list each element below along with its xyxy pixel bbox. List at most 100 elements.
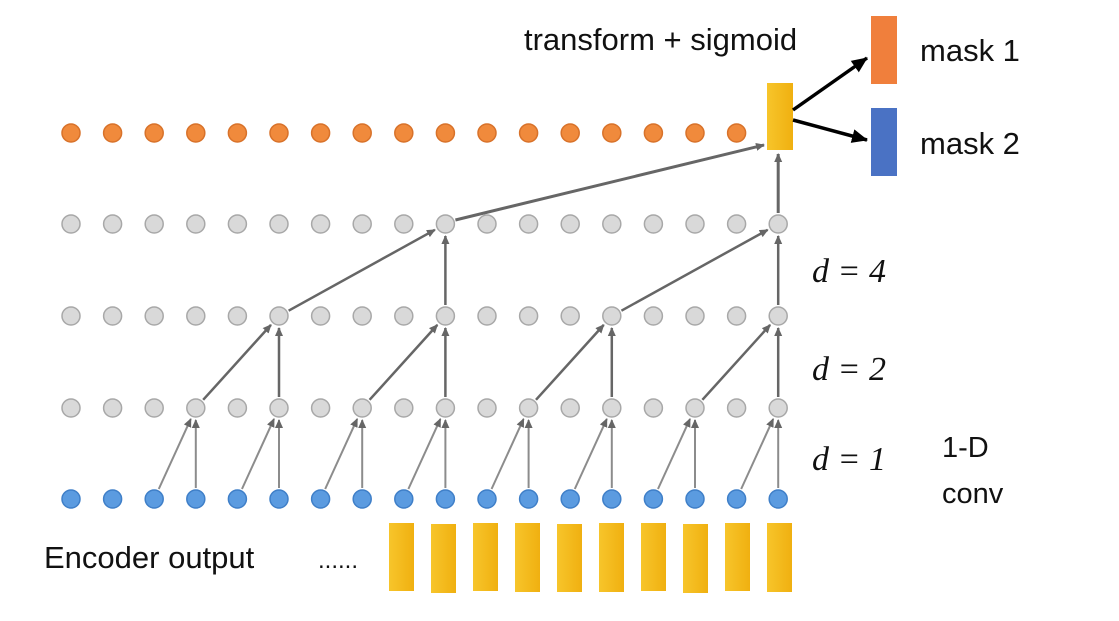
input-node <box>352 489 372 509</box>
connection-arrow <box>490 418 525 490</box>
input-node <box>269 489 289 509</box>
output-node <box>352 123 372 143</box>
layer-1-node <box>518 398 539 418</box>
layer-2-node <box>310 306 331 326</box>
input-node <box>227 489 248 509</box>
layer-2-node <box>102 306 123 326</box>
connection-arrow <box>455 143 765 222</box>
layer-1-node <box>768 398 788 418</box>
output-node <box>560 123 580 143</box>
input-node <box>685 489 705 509</box>
input-node <box>310 489 331 509</box>
layer-2-node <box>61 306 81 326</box>
layer-1-node <box>186 398 206 418</box>
layer-3-node <box>310 214 331 234</box>
arrow-to-mask-2 <box>792 118 868 143</box>
connection-arrow <box>573 418 608 490</box>
layer-3-node <box>227 214 248 234</box>
input-node <box>144 489 164 509</box>
layer-1-node <box>643 398 664 418</box>
layer-1-node <box>435 398 456 418</box>
node-rows <box>61 123 788 509</box>
layer-3-node <box>726 214 747 234</box>
input-node <box>435 489 456 509</box>
layer-3-node <box>352 214 372 234</box>
conv-label-line-1: 1-D <box>942 432 989 464</box>
layer-3-node <box>685 214 705 234</box>
input-node <box>102 489 123 509</box>
connection-arrow <box>407 418 442 490</box>
layer-2-node <box>560 306 580 326</box>
encoder-output-block <box>725 523 750 591</box>
input-node <box>726 489 747 509</box>
input-node <box>394 489 414 509</box>
transform-block <box>767 83 793 150</box>
layer-1-node <box>310 398 331 418</box>
layer-3-node <box>61 214 81 234</box>
output-node <box>477 123 497 143</box>
layer-2-node <box>602 306 622 326</box>
output-node <box>144 123 164 143</box>
encoder-output-block <box>389 523 414 591</box>
layer-2-node <box>144 306 164 326</box>
encoder-output-blocks <box>389 523 792 593</box>
layer-1-node <box>61 398 81 418</box>
layer-2-node <box>643 306 664 326</box>
layer-2-node <box>269 306 289 326</box>
layer-1-node <box>726 398 747 418</box>
encoder-output-block <box>599 523 624 592</box>
input-node <box>643 489 664 509</box>
layer-1-node <box>227 398 248 418</box>
layer-2-node <box>394 306 414 326</box>
connection-arrow <box>701 324 772 401</box>
layer-1-node <box>352 398 372 418</box>
output-node <box>269 123 289 143</box>
layer-2-node <box>726 306 747 326</box>
encoder-output-block <box>431 524 456 593</box>
layer-2-node <box>227 306 248 326</box>
conv-label-line-2: conv <box>942 478 1004 510</box>
arrow-to-mask-1 <box>791 56 869 112</box>
encoder-output-block <box>767 523 792 592</box>
layer-1-node <box>685 398 705 418</box>
layer-2-node <box>518 306 539 326</box>
encoder-output-label: Encoder output <box>44 540 255 575</box>
input-node <box>477 489 497 509</box>
output-node <box>643 123 664 143</box>
layer-3-node <box>102 214 123 234</box>
layer-2-node <box>352 306 372 326</box>
layer-1-node <box>477 398 497 418</box>
layer-3-node <box>560 214 580 234</box>
dilation-1-label: d = 1 <box>812 441 886 478</box>
layer-3-node <box>186 214 206 234</box>
layer-1-node <box>269 398 289 418</box>
connection-arrow <box>657 418 691 490</box>
layer-2-node <box>685 306 705 326</box>
output-node <box>726 123 747 143</box>
layer-1-node <box>144 398 164 418</box>
layer-3-node <box>768 214 788 234</box>
encoder-output-block <box>515 523 540 592</box>
input-node <box>518 489 539 509</box>
output-node <box>61 123 81 143</box>
layer-3-node <box>394 214 414 234</box>
connection-arrow <box>241 418 275 490</box>
output-node <box>435 123 456 143</box>
layer-1-node <box>394 398 414 418</box>
output-node <box>227 123 248 143</box>
connection-arrows <box>157 143 783 490</box>
layer-3-node <box>643 214 664 234</box>
encoder-output-block <box>473 523 498 591</box>
input-node <box>560 489 580 509</box>
output-node <box>394 123 414 143</box>
output-node <box>102 123 123 143</box>
output-node <box>310 123 331 143</box>
layer-3-node <box>477 214 497 234</box>
output-node <box>602 123 622 143</box>
connection-arrow <box>740 418 775 490</box>
mask-2-label: mask 2 <box>920 126 1020 161</box>
layer-3-node <box>269 214 289 234</box>
output-node <box>186 123 206 143</box>
layer-1-node <box>560 398 580 418</box>
connection-arrow <box>620 228 769 312</box>
